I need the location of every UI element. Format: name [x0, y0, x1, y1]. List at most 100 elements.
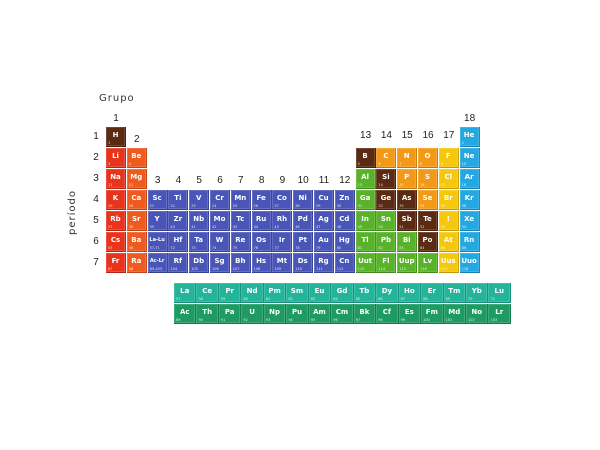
element-cell-ti[interactable]: Ti22 — [168, 190, 189, 210]
element-cell-fe[interactable]: Fe26 — [251, 190, 272, 210]
element-cell-md[interactable]: Md101 — [443, 304, 467, 324]
element-cell-es[interactable]: Es99 — [398, 304, 422, 324]
element-cell-pr[interactable]: Pr59 — [218, 283, 242, 303]
element-cell-hs[interactable]: Hs108 — [251, 253, 272, 273]
element-cell-la-lu[interactable]: La-Lu57-71 — [147, 232, 168, 252]
element-cell-ds[interactable]: Ds110 — [293, 253, 314, 273]
element-cell-pu[interactable]: Pu94 — [286, 304, 309, 324]
element-cell-gd[interactable]: Gd64 — [331, 283, 354, 303]
element-cell-hf[interactable]: Hf72 — [168, 232, 189, 252]
element-cell-li[interactable]: Li3 — [106, 148, 126, 168]
element-cell-ga[interactable]: Ga31 — [355, 190, 376, 210]
element-cell-no[interactable]: No102 — [466, 304, 489, 324]
element-cell-ta[interactable]: Ta73 — [189, 232, 210, 252]
element-cell-cu[interactable]: Cu29 — [314, 190, 334, 210]
element-cell-uut[interactable]: Uut113 — [355, 253, 376, 273]
element-cell-s[interactable]: S16 — [418, 169, 438, 189]
element-cell-fl[interactable]: Fl114 — [376, 253, 397, 273]
element-cell-h[interactable]: H1 — [106, 127, 126, 147]
element-cell-po[interactable]: Po84 — [418, 232, 438, 252]
element-cell-at[interactable]: At85 — [438, 232, 459, 252]
element-cell-re[interactable]: Re75 — [230, 232, 251, 252]
element-cell-ca[interactable]: Ca20 — [126, 190, 147, 210]
element-cell-uuo[interactable]: Uuo118 — [459, 253, 480, 273]
element-cell-ir[interactable]: Ir77 — [272, 232, 293, 252]
element-cell-kr[interactable]: Kr36 — [459, 190, 480, 210]
element-cell-ra[interactable]: Ra88 — [126, 253, 147, 273]
element-cell-p[interactable]: P15 — [397, 169, 418, 189]
element-cell-cn[interactable]: Cn112 — [334, 253, 355, 273]
element-cell-uus[interactable]: Uus117 — [438, 253, 459, 273]
element-cell-lu[interactable]: Lu71 — [488, 283, 511, 303]
element-cell-am[interactable]: Am95 — [308, 304, 332, 324]
element-cell-os[interactable]: Os76 — [251, 232, 272, 252]
element-cell-sn[interactable]: Sn50 — [376, 211, 397, 231]
element-cell-ge[interactable]: Ge32 — [376, 190, 397, 210]
element-cell-be[interactable]: Be4 — [126, 148, 147, 168]
element-cell-zn[interactable]: Zn30 — [334, 190, 355, 210]
element-cell-yb[interactable]: Yb70 — [466, 283, 489, 303]
element-cell-ba[interactable]: Ba56 — [126, 232, 147, 252]
element-cell-cm[interactable]: Cm96 — [331, 304, 354, 324]
element-cell-ac[interactable]: Ac89 — [174, 304, 197, 324]
element-cell-np[interactable]: Np93 — [263, 304, 287, 324]
element-cell-mo[interactable]: Mo42 — [210, 211, 230, 231]
element-cell-mn[interactable]: Mn25 — [230, 190, 251, 210]
element-cell-co[interactable]: Co27 — [272, 190, 293, 210]
element-cell-ag[interactable]: Ag47 — [314, 211, 334, 231]
element-cell-au[interactable]: Au79 — [314, 232, 334, 252]
element-cell-db[interactable]: Db105 — [189, 253, 210, 273]
element-cell-lr[interactable]: Lr103 — [488, 304, 511, 324]
element-cell-lv[interactable]: Lv116 — [418, 253, 438, 273]
element-cell-sc[interactable]: Sc21 — [147, 190, 168, 210]
element-cell-cf[interactable]: Cf98 — [376, 304, 399, 324]
element-cell-tm[interactable]: Tm69 — [443, 283, 467, 303]
element-cell-pb[interactable]: Pb82 — [376, 232, 397, 252]
element-cell-bh[interactable]: Bh107 — [230, 253, 251, 273]
element-cell-tb[interactable]: Tb65 — [353, 283, 377, 303]
element-cell-al[interactable]: Al13 — [355, 169, 376, 189]
element-cell-tc[interactable]: Tc43 — [230, 211, 251, 231]
element-cell-nd[interactable]: Nd60 — [241, 283, 264, 303]
element-cell-u[interactable]: U92 — [241, 304, 264, 324]
element-cell-rn[interactable]: Rn86 — [459, 232, 480, 252]
element-cell-ar[interactable]: Ar18 — [459, 169, 480, 189]
element-cell-se[interactable]: Se34 — [418, 190, 438, 210]
element-cell-eu[interactable]: Eu63 — [308, 283, 332, 303]
element-cell-fm[interactable]: Fm100 — [421, 304, 444, 324]
element-cell-xe[interactable]: Xe54 — [459, 211, 480, 231]
element-cell-he[interactable]: He2 — [459, 127, 480, 147]
element-cell-mt[interactable]: Mt109 — [272, 253, 293, 273]
element-cell-f[interactable]: F9 — [438, 148, 459, 168]
element-cell-uup[interactable]: Uup115 — [397, 253, 418, 273]
element-cell-in[interactable]: In49 — [355, 211, 376, 231]
element-cell-n[interactable]: N7 — [397, 148, 418, 168]
element-cell-hg[interactable]: Hg80 — [334, 232, 355, 252]
element-cell-sb[interactable]: Sb51 — [397, 211, 418, 231]
element-cell-na[interactable]: Na11 — [106, 169, 126, 189]
element-cell-ne[interactable]: Ne10 — [459, 148, 480, 168]
element-cell-cr[interactable]: Cr24 — [210, 190, 230, 210]
element-cell-ac-lr[interactable]: Ac-Lr89-103 — [147, 253, 168, 273]
element-cell-br[interactable]: Br35 — [438, 190, 459, 210]
element-cell-y[interactable]: Y39 — [147, 211, 168, 231]
element-cell-o[interactable]: O8 — [418, 148, 438, 168]
element-cell-cd[interactable]: Cd48 — [334, 211, 355, 231]
element-cell-rb[interactable]: Rb37 — [106, 211, 126, 231]
element-cell-ho[interactable]: Ho67 — [398, 283, 422, 303]
element-cell-tl[interactable]: Tl81 — [355, 232, 376, 252]
element-cell-te[interactable]: Te52 — [418, 211, 438, 231]
element-cell-fr[interactable]: Fr87 — [106, 253, 126, 273]
element-cell-bi[interactable]: Bi83 — [397, 232, 418, 252]
element-cell-zr[interactable]: Zr40 — [168, 211, 189, 231]
element-cell-er[interactable]: Er68 — [421, 283, 444, 303]
element-cell-b[interactable]: B5 — [355, 148, 376, 168]
element-cell-pa[interactable]: Pa91 — [218, 304, 242, 324]
element-cell-c[interactable]: C6 — [376, 148, 397, 168]
element-cell-ni[interactable]: Ni28 — [293, 190, 314, 210]
element-cell-cl[interactable]: Cl17 — [438, 169, 459, 189]
element-cell-pt[interactable]: Pt78 — [293, 232, 314, 252]
element-cell-ru[interactable]: Ru44 — [251, 211, 272, 231]
element-cell-as[interactable]: As33 — [397, 190, 418, 210]
element-cell-rf[interactable]: Rf104 — [168, 253, 189, 273]
